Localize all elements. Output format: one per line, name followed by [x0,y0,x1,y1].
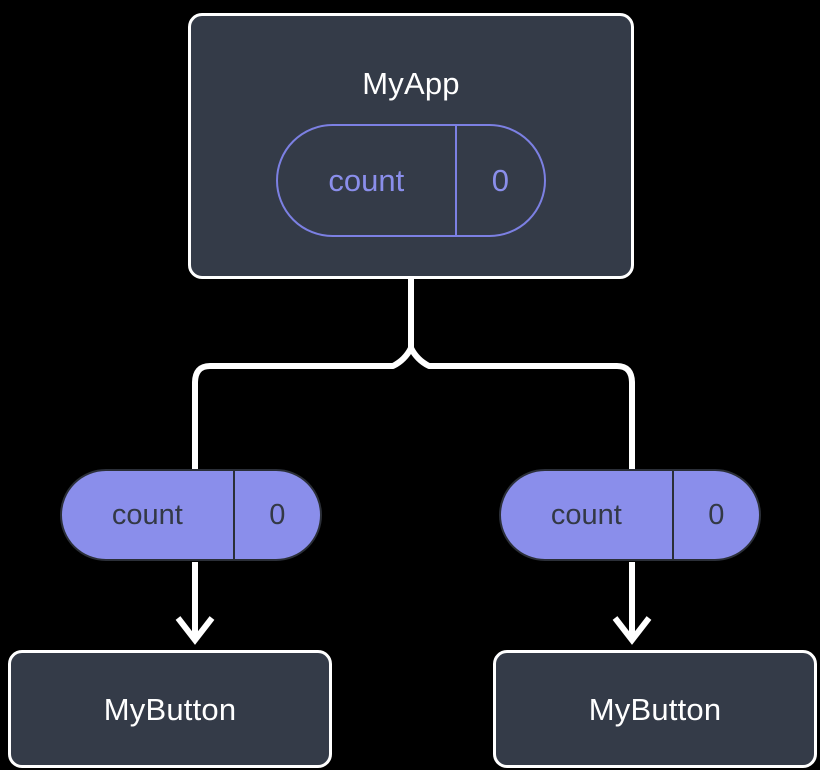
arrow-left-head-icon [175,616,215,645]
state-pill-key: count [62,471,235,559]
state-pill-value: 0 [708,498,725,531]
arrow-right-head-icon [612,616,652,645]
state-pill-key: count [501,471,674,559]
state-pill-left-count[interactable]: count 0 [60,469,322,561]
state-pill-value: 0 [269,498,286,531]
component-node-mybutton-left[interactable]: MyButton [8,650,332,768]
connector-branch-right [408,346,635,470]
component-title: MyButton [588,691,722,727]
state-pill-value: 0 [491,163,509,198]
component-node-mybutton-right[interactable]: MyButton [493,650,817,768]
component-title: MyApp [362,66,460,101]
state-pill-myapp-count[interactable]: count 0 [276,124,546,237]
connector-branch-left [192,346,414,470]
state-pill-key: count [278,126,457,235]
state-pill-right-count[interactable]: count 0 [499,469,761,561]
component-title: MyButton [103,691,237,727]
